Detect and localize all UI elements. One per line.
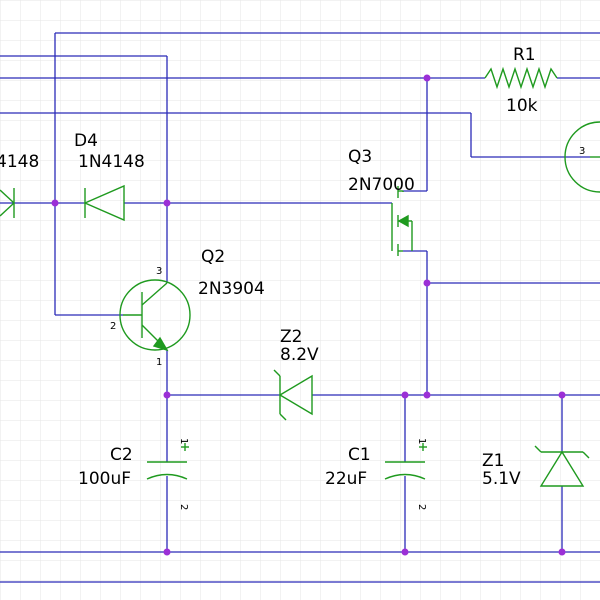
diode-left-partial-symbol — [0, 188, 15, 218]
junction-dot — [423, 279, 431, 287]
diode-d4-symbol — [83, 184, 125, 222]
transistor-q3-symbol — [391, 186, 413, 256]
junction-dot — [423, 74, 431, 82]
capacitor-c2-ref: C2 — [110, 445, 133, 465]
capacitor-c2-symbol — [146, 443, 189, 480]
junction-dot — [401, 548, 409, 556]
diode-left-partial-value: 4148 — [0, 152, 39, 172]
wires — [0, 32, 600, 583]
zener-z1-ref: Z1 — [482, 451, 504, 471]
capacitor-c2-pin-pos: 1 — [178, 438, 189, 444]
resistor-r1-value: 10k — [506, 96, 538, 116]
capacitor-c2-pin-neg: 2 — [178, 504, 189, 510]
capacitor-c2-value: 100uF — [78, 469, 131, 489]
zener-z2-ref: Z2 — [280, 327, 302, 347]
capacitor-c1-value: 22uF — [325, 469, 367, 489]
transistor-right-partial-symbol — [564, 121, 600, 193]
components — [0, 66, 600, 487]
transistor-q2-pin-emitter: 1 — [156, 357, 162, 368]
transistor-right-partial-pin: 3 — [579, 146, 585, 157]
junction-dot — [163, 548, 171, 556]
junction-dot — [401, 391, 409, 399]
junction-dot — [51, 199, 59, 207]
transistor-q3-ref: Q3 — [348, 147, 372, 167]
diode-d4-value: 1N4148 — [78, 152, 145, 172]
transistor-q2-pin-base: 2 — [110, 321, 116, 332]
zener-z2-symbol — [273, 369, 313, 421]
transistor-q2-ref: Q2 — [201, 247, 225, 267]
transistor-q2-symbol — [119, 279, 191, 352]
resistor-r1-ref: R1 — [513, 45, 536, 65]
junction-dot — [558, 548, 566, 556]
junction-dot — [558, 391, 566, 399]
capacitor-c1-pin-pos: 1 — [416, 438, 427, 444]
transistor-q3-value: 2N7000 — [348, 175, 415, 195]
diode-d4-ref: D4 — [74, 131, 98, 151]
zener-z1-symbol — [534, 445, 590, 487]
capacitor-c1-pin-neg: 2 — [416, 504, 427, 510]
capacitor-c1-ref: C1 — [348, 445, 371, 465]
junction-dot — [163, 199, 171, 207]
zener-z2-value: 8.2V — [280, 345, 319, 365]
labels: 4148 D4 1N4148 R1 10k Q3 2N7000 3 Q2 2N3… — [0, 45, 585, 510]
capacitor-c1-symbol — [384, 443, 427, 480]
resistor-r1-symbol — [484, 66, 558, 90]
junction-dot — [423, 391, 431, 399]
transistor-q2-pin-collector: 3 — [156, 266, 162, 277]
zener-z1-value: 5.1V — [482, 469, 521, 489]
transistor-q2-value: 2N3904 — [198, 279, 265, 299]
junctions — [51, 74, 566, 556]
junction-dot — [163, 391, 171, 399]
